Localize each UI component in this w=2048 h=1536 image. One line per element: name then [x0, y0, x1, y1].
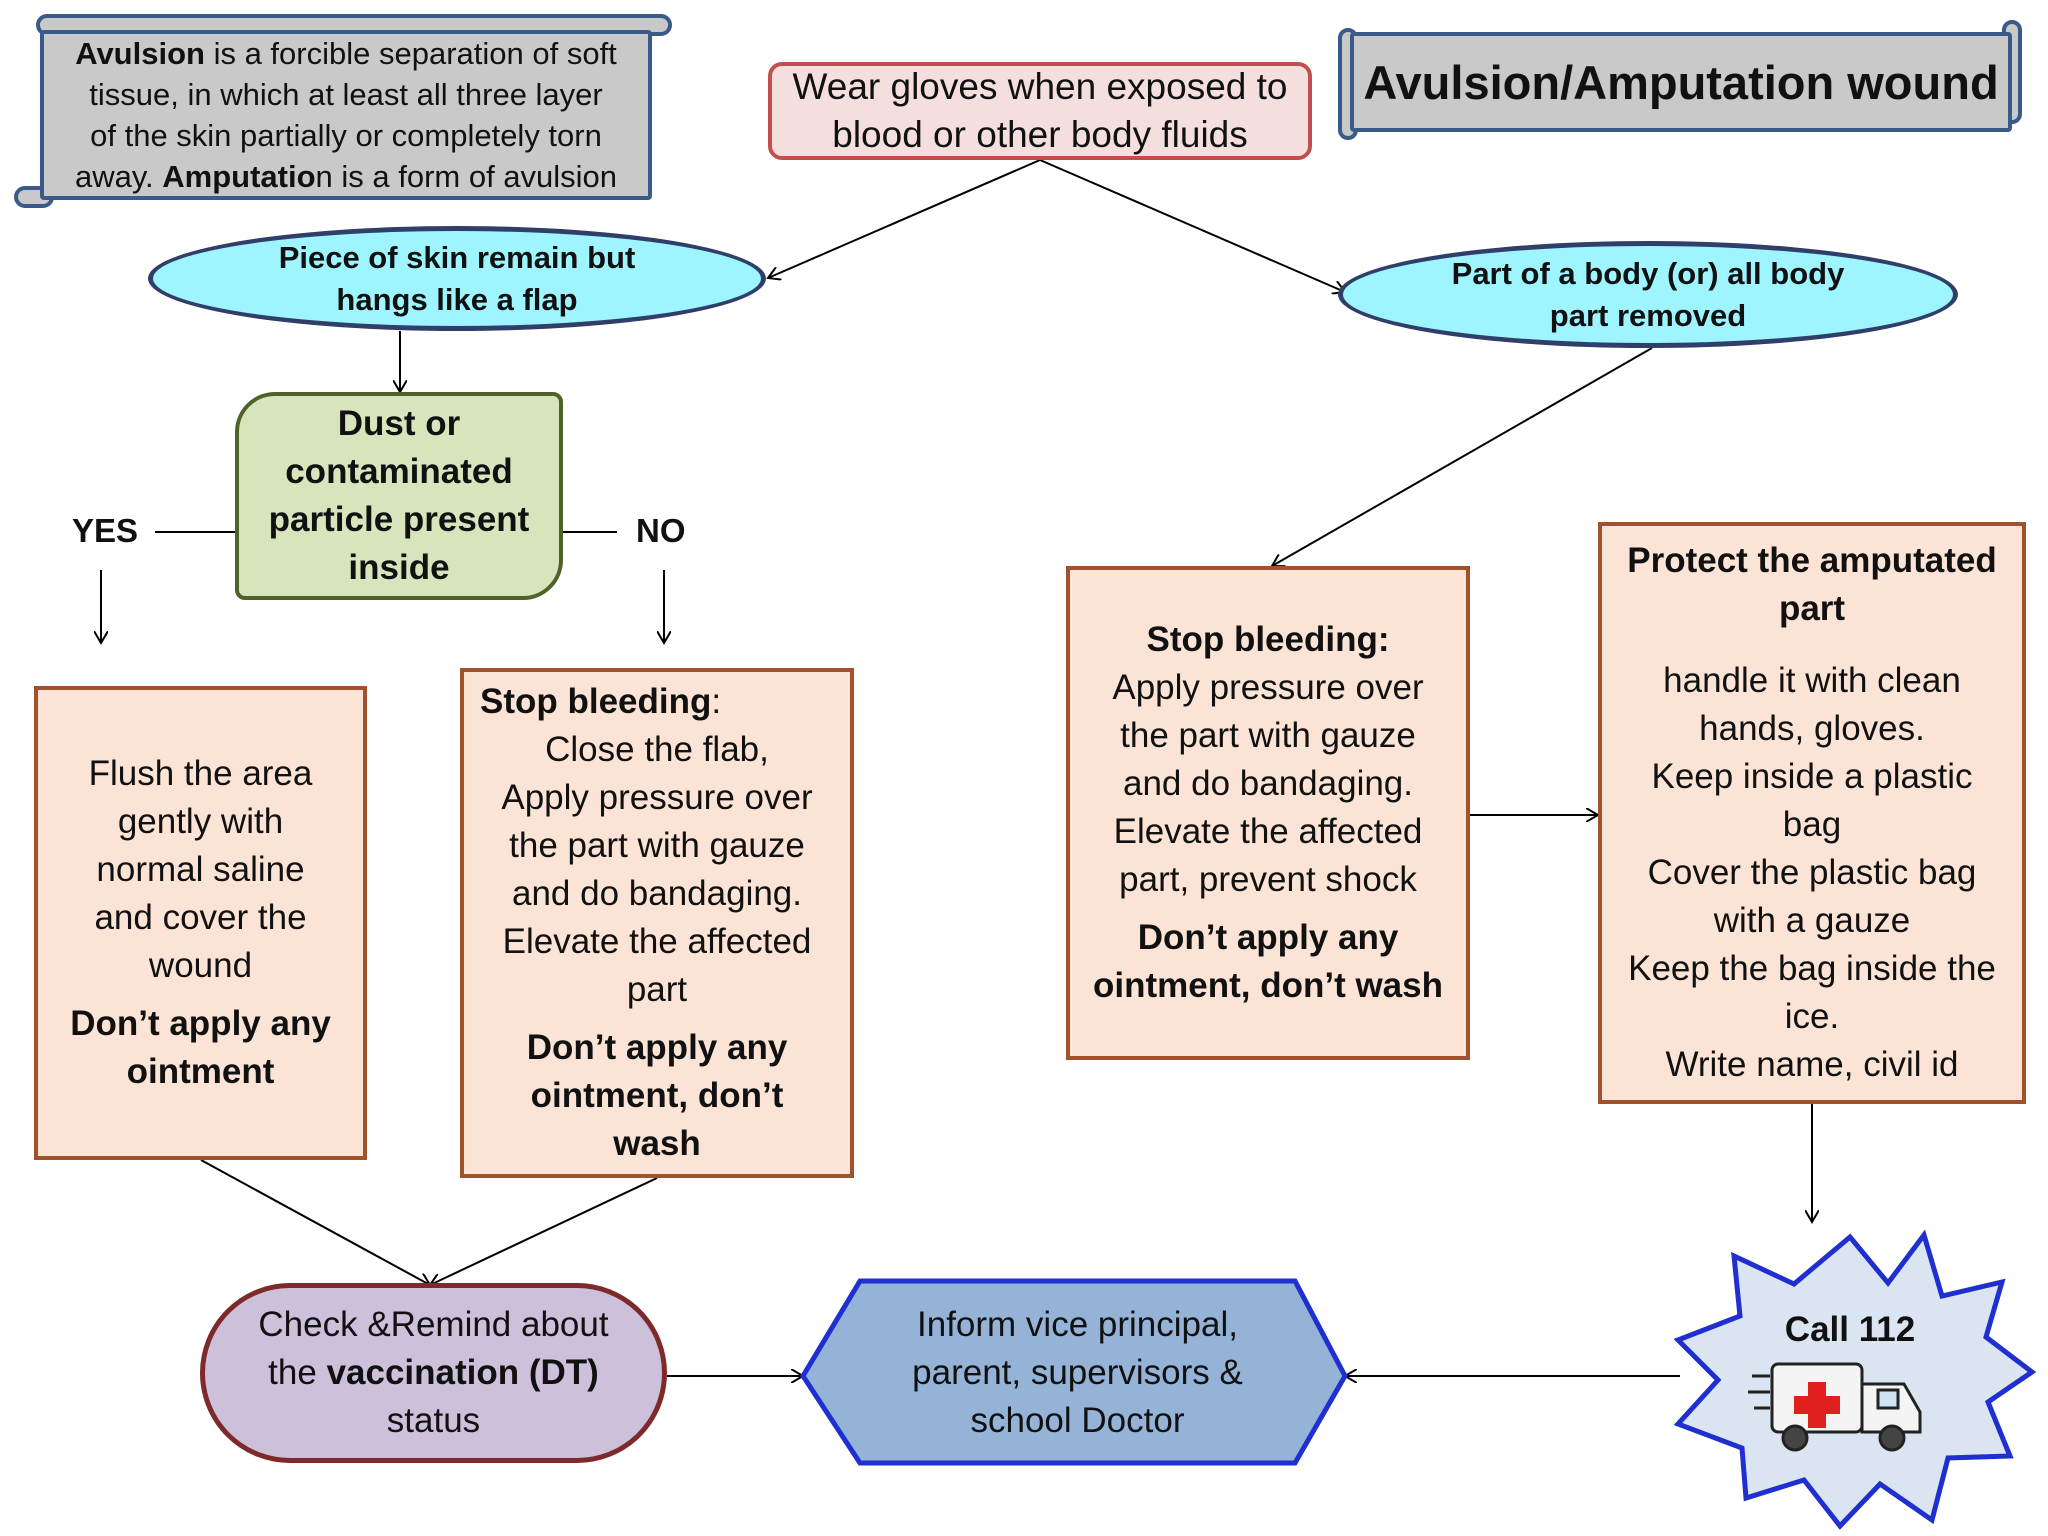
stop-flap-warning-3: wash [613, 1124, 701, 1163]
definition-box: Avulsion is a forcible separation of sof… [40, 30, 652, 200]
stop-amp-line-5: part, prevent shock [1119, 860, 1417, 899]
stop-bleeding-amputation-box: Stop bleeding: Apply pressure over the p… [1066, 566, 1470, 1060]
protect-heading-1: Protect the amputated [1627, 541, 1997, 580]
inform-box: Inform vice principal, parent, superviso… [840, 1283, 1315, 1463]
flap-ellipse: Piece of skin remain but hangs like a fl… [148, 226, 766, 331]
ambulance-icon [1748, 1362, 1922, 1452]
flush-line-1: Flush the area [88, 754, 313, 793]
definition-line-4: away. Amputation is a form of avulsion [74, 159, 618, 194]
inform-line-2: parent, supervisors & [912, 1353, 1243, 1392]
flush-line-2: gently with [117, 802, 284, 841]
arrow-flush-to-vacc [200, 1159, 430, 1285]
flap-line-2: hangs like a flap [336, 281, 578, 317]
removed-line-1: Part of a body (or) all body [1451, 255, 1845, 291]
definition-line-1: Avulsion is a forcible separation of sof… [75, 36, 617, 71]
arrow-gloves-to-flap [768, 159, 1041, 278]
arrow-stopflap-to-vacc [430, 1177, 658, 1285]
flap-line-1: Piece of skin remain but [278, 239, 636, 275]
stop-flap-warning-2: ointment, don’t [530, 1076, 784, 1115]
stop-flap-line-6: part [626, 970, 688, 1009]
gloves-line-1: Wear gloves when exposed to [792, 66, 1288, 107]
decision-line-3: particle present [268, 500, 530, 539]
protect-line-4: bag [1782, 805, 1842, 844]
flush-warning-2: ointment [126, 1052, 275, 1091]
stop-flap-line-4: and do bandaging. [512, 874, 802, 913]
stop-flap-line-3: the part with gauze [509, 826, 805, 865]
inform-line-1: Inform vice principal, [917, 1305, 1238, 1344]
stop-bleeding-flap-box: Stop bleeding: Close the flab, Apply pre… [460, 668, 854, 1178]
definition-line-3: of the skin partially or completely torn [90, 118, 602, 153]
protect-heading-2: part [1778, 589, 1846, 628]
definition-scroll: Avulsion is a forcible separation of sof… [14, 14, 672, 208]
flush-warning-1: Don’t apply any [70, 1004, 331, 1043]
stop-amp-warning-1: Don’t apply any [1137, 918, 1399, 957]
contamination-decision: Dust or contaminated particle present in… [235, 392, 563, 600]
vaccination-box: Check &Remind about the vaccination (DT)… [200, 1283, 667, 1463]
vacc-line-3: status [386, 1401, 481, 1440]
protect-part-box: Protect the amputated part handle it wit… [1598, 522, 2026, 1104]
flush-line-3: normal saline [96, 850, 305, 889]
protect-line-6: with a gauze [1713, 901, 1911, 940]
stop-flap-heading: Stop bleeding: [480, 682, 722, 721]
call-label: Call 112 [1784, 1310, 1916, 1349]
gloves-box: Wear gloves when exposed to blood or oth… [768, 62, 1312, 160]
decision-line-1: Dust or [337, 404, 461, 443]
protect-line-8: ice. [1784, 997, 1840, 1036]
vacc-line-1: Check &Remind about [258, 1305, 609, 1344]
inform-line-3: school Doctor [970, 1401, 1185, 1440]
protect-line-1: handle it with clean [1663, 661, 1961, 700]
page-title: Avulsion/Amputation wound [1350, 32, 2012, 132]
stop-flap-line-1: Close the flab, [545, 730, 769, 769]
yes-label: YES [72, 512, 139, 549]
vacc-line-2: the vaccination (DT) [268, 1353, 599, 1392]
stop-flap-warning-1: Don’t apply any [526, 1028, 788, 1067]
protect-line-7: Keep the bag inside the [1628, 949, 1996, 988]
protect-line-3: Keep inside a plastic [1651, 757, 1973, 796]
flush-line-4: and cover the [94, 898, 307, 937]
arrow-gloves-to-removed [1039, 159, 1345, 292]
stop-amp-heading: Stop bleeding: [1146, 620, 1390, 659]
definition-line-2: tissue, in which at least all three laye… [89, 77, 603, 112]
stop-amp-warning-2: ointment, don’t wash [1093, 966, 1443, 1005]
protect-line-5: Cover the plastic bag [1647, 853, 1977, 892]
stop-amp-line-1: Apply pressure over [1112, 668, 1424, 707]
flush-box: Flush the area gently with normal saline… [34, 686, 367, 1160]
gloves-line-2: blood or other body fluids [832, 114, 1248, 155]
stop-amp-line-2: the part with gauze [1120, 716, 1416, 755]
removed-ellipse: Part of a body (or) all body part remove… [1338, 241, 1958, 348]
stop-flap-line-2: Apply pressure over [501, 778, 813, 817]
protect-line-2: hands, gloves. [1699, 709, 1925, 748]
flush-line-5: wound [148, 946, 253, 985]
decision-line-4: inside [348, 548, 450, 587]
stop-flap-line-5: Elevate the affected [502, 922, 812, 961]
removed-line-2: part removed [1549, 297, 1747, 333]
arrow-removed-to-stop [1272, 347, 1653, 566]
protect-line-9: Write name, civil id [1665, 1045, 1959, 1084]
decision-line-2: contaminated [285, 452, 513, 491]
stop-amp-line-4: Elevate the affected [1113, 812, 1423, 851]
stop-amp-line-3: and do bandaging. [1123, 764, 1413, 803]
title-scroll: Avulsion/Amputation wound [1338, 20, 2024, 140]
no-label: NO [636, 512, 686, 549]
